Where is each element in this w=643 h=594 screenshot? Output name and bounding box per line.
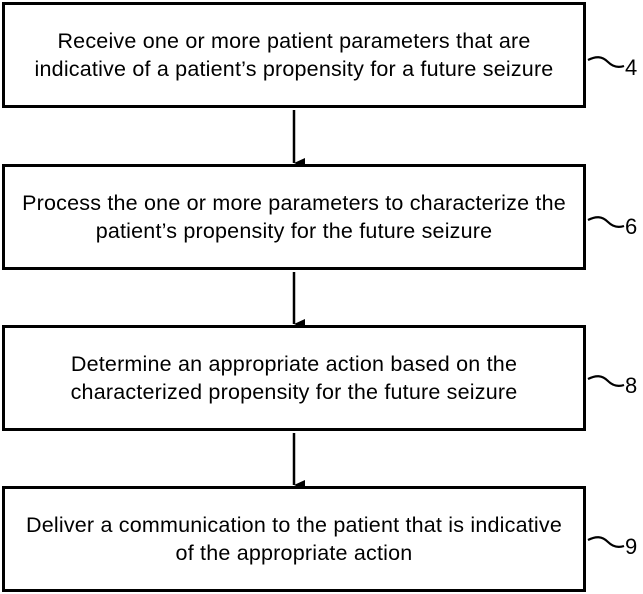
step-box-deliver-communication: Deliver a communication to the patient t… [2,486,586,592]
step-box-determine-action: Determine an appropriate action based on… [2,325,586,431]
reference-leader-6 [588,217,624,227]
reference-numeral: 8 [625,374,637,398]
reference-numeral: 9 [625,535,637,559]
step-text: Determine an appropriate action based on… [5,350,583,406]
reference-leader-9 [588,537,624,547]
step-text: Deliver a communication to the patient t… [5,511,583,567]
reference-numeral: 6 [625,215,637,239]
step-text: Receive one or more patient parameters t… [5,27,583,83]
reference-leader-8 [588,376,624,386]
reference-numeral: 4 [625,56,637,80]
step-text: Process the one or more parameters to ch… [5,189,583,245]
step-box-receive-parameters: Receive one or more patient parameters t… [2,2,586,108]
reference-leader-4 [588,57,624,67]
step-box-process-parameters: Process the one or more parameters to ch… [2,164,586,270]
